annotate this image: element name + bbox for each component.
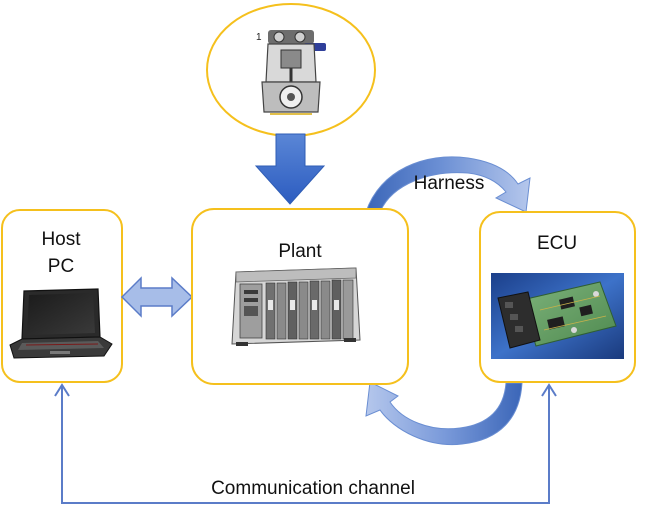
ecu-label: ECU [537, 233, 577, 254]
host-node: Host PC [1, 209, 123, 383]
host-label-line2: PC [48, 256, 74, 277]
host-label-line1: Host [41, 229, 81, 250]
plant-label: Plant [278, 241, 322, 262]
plant-node: Plant [191, 208, 409, 385]
circuit-board-icon [491, 273, 624, 359]
svg-text:1: 1 [256, 32, 262, 43]
ecu-to-plant-arrow [365, 381, 523, 446]
communication-channel-label: Communication channel [211, 478, 415, 499]
engine-to-plant-arrow [254, 133, 326, 205]
engine-icon: 1 [256, 30, 326, 115]
harness-label: Harness [414, 173, 485, 194]
laptop-icon [9, 288, 113, 359]
communication-channel-line [54, 383, 557, 504]
ecu-node: ECU [479, 211, 636, 383]
engine-node: 1 [206, 3, 376, 137]
host-plant-double-arrow [120, 276, 194, 318]
pxi-chassis-icon [231, 267, 361, 346]
